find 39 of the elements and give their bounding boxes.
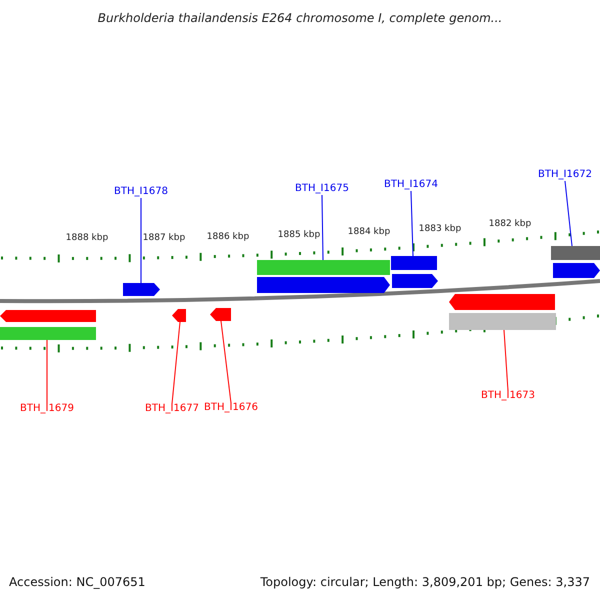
gene-feature <box>172 309 186 322</box>
leader-line <box>504 330 508 392</box>
title: Burkholderia thailandensis E264 chromosome I, complete genom... <box>98 12 502 24</box>
gene-feature <box>257 260 390 275</box>
leader-line <box>564 180 572 246</box>
gene-feature <box>551 246 600 260</box>
gene-label: BTH_I1673 <box>481 391 535 401</box>
footer-text: Topology: circular; Length: 3,809,201 bp; Genes: 3,337 <box>260 576 590 588</box>
leader-line <box>172 322 180 404</box>
tick-label: 1882 kbp <box>488 220 532 229</box>
gene-label: BTH_I1676 <box>204 403 258 413</box>
gene-label: BTH_I1679 <box>20 404 74 414</box>
tick-label: 1885 kbp <box>278 231 320 240</box>
gene-feature <box>392 274 438 288</box>
footer-text: Accession: NC_007651 <box>9 576 146 588</box>
tick-label: 1888 kbp <box>66 234 108 243</box>
gene-label: BTH_I1672 <box>538 170 592 180</box>
tick-label: 1883 kbp <box>418 225 462 234</box>
gene-feature <box>0 310 96 322</box>
tick-label: 1887 kbp <box>142 234 186 243</box>
leader-line <box>140 198 142 284</box>
leader-line <box>322 194 324 260</box>
tick-label: 1886 kbp <box>206 233 250 242</box>
gene-feature <box>123 283 160 296</box>
gene-label: BTH_I1674 <box>384 180 438 190</box>
gene-feature <box>449 313 556 330</box>
gene-feature <box>210 308 231 321</box>
gene-feature <box>553 263 600 278</box>
leader-line <box>220 320 232 404</box>
leader-line <box>410 190 414 256</box>
gene-feature <box>257 277 390 293</box>
gene-feature <box>449 294 555 310</box>
gene-feature <box>0 327 96 340</box>
gene-label: BTH_I1675 <box>295 184 349 194</box>
gene-label: BTH_I1677 <box>145 404 199 414</box>
tick-label: 1884 kbp <box>348 228 390 237</box>
gene-label: BTH_I1678 <box>114 187 168 197</box>
leader-line <box>46 340 48 404</box>
gene-feature <box>391 256 437 270</box>
